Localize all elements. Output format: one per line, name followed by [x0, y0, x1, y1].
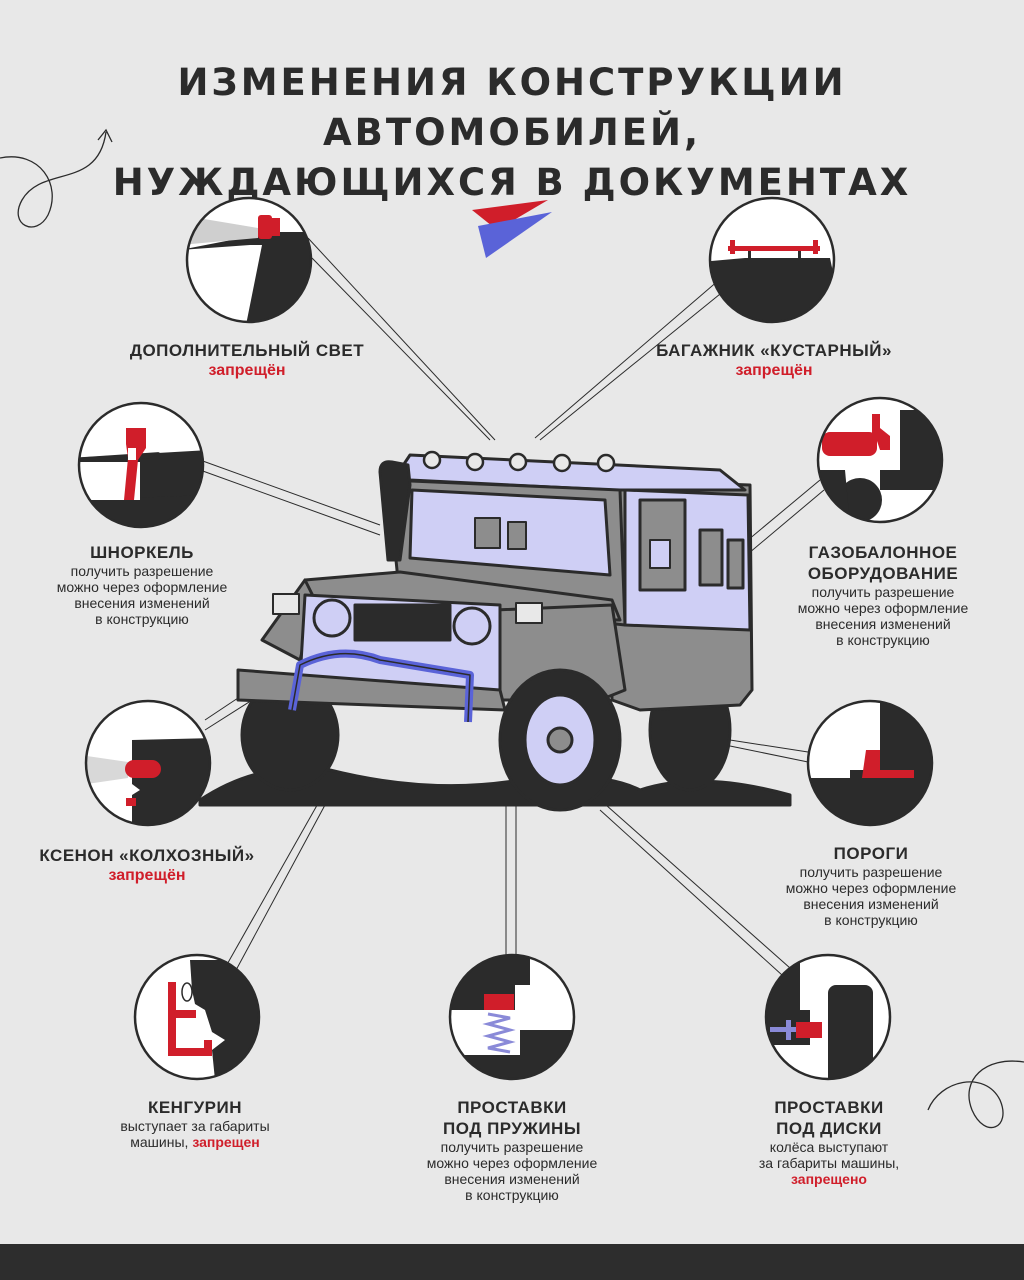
spring-spacers-name-2: ПОД ПРУЖИНЫ [443, 1119, 581, 1138]
gas-desc-4: в конструкцию [836, 632, 930, 648]
extra-light-name: ДОПОЛНИТЕЛЬНЫЙ СВЕТ [129, 341, 365, 360]
spring-spacers-desc-2: можно через оформление [426, 1155, 598, 1171]
footer-bar [0, 1244, 1024, 1280]
label-thresholds: ПОРОГИ получить разрешение можно через о… [721, 843, 1021, 928]
label-spring-spacers: ПРОСТАВКИ ПОД ПРУЖИНЫ получить разрешени… [362, 1097, 662, 1203]
spring-spacers-desc-3: внесения изменений [444, 1171, 580, 1187]
xenon-status: запрещён [108, 867, 186, 884]
roof-rack-status: запрещён [735, 362, 813, 379]
gas-desc-2: можно через оформление [797, 600, 969, 616]
gas-name-2: ОБОРУДОВАНИЕ [807, 564, 959, 583]
snorkel-desc-2: можно через оформление [56, 579, 228, 595]
thresholds-desc-4: в конструкцию [824, 912, 918, 928]
thresholds-name: ПОРОГИ [833, 844, 909, 863]
label-bullbar: КЕНГУРИН выступает за габариты машины, з… [45, 1097, 345, 1150]
wheel-spacers-desc-2: за габариты машины, [758, 1155, 900, 1171]
headlight-left [312, 598, 352, 638]
label-xenon: КСЕНОН «КОЛХОЗНЫЙ» запрещён [0, 845, 297, 886]
bullbar-desc-2: машины, запрещен [45, 1134, 345, 1150]
side-mirror [649, 539, 671, 569]
xenon-name: КСЕНОН «КОЛХОЗНЫЙ» [39, 846, 255, 865]
side-window-3 [726, 538, 745, 590]
spring-spacers-desc-1: получить разрешение [440, 1139, 584, 1155]
logo-icon [472, 200, 552, 258]
jeep-illustration [198, 450, 792, 812]
bullbar-icon [133, 953, 261, 1081]
gas-desc-3: внесения изменений [815, 616, 951, 632]
bullbar-status: запрещен [192, 1134, 260, 1150]
title-line-1: ИЗМЕНЕНИЯ КОНСТРУКЦИИ АВТОМОБИЛЕЙ, [177, 61, 847, 154]
windshield-mirror-left [474, 517, 501, 549]
windshield-mirror-right [507, 521, 527, 550]
snorkel [378, 460, 412, 562]
gas-desc-1: получить разрешение [811, 584, 955, 600]
aux-light-left [272, 593, 300, 615]
front-right-hub [546, 726, 574, 754]
spring-spacers-name-1: ПРОСТАВКИ [457, 1098, 567, 1117]
extra-light-icon [185, 196, 313, 324]
label-snorkel: ШНОРКЕЛЬ получить разрешение можно через… [0, 542, 292, 627]
side-window-2 [698, 528, 724, 587]
label-gas-equipment: ГАЗОБАЛОННОЕ ОБОРУДОВАНИЕ получить разре… [733, 542, 1024, 648]
wheel-spacers-icon [764, 953, 892, 1081]
aux-light-right [515, 602, 543, 624]
snorkel-desc-1: получить разрешение [70, 563, 214, 579]
bullbar-desc-1: выступает за габариты [120, 1118, 270, 1134]
wheel-spacers-name-2: ПОД ДИСКИ [776, 1119, 882, 1138]
bullbar-name: КЕНГУРИН [147, 1098, 243, 1117]
bullbar-desc-2-text: машины, [130, 1134, 193, 1150]
thresholds-icon [806, 699, 934, 827]
xenon-icon [84, 699, 212, 827]
grille [353, 603, 452, 642]
label-wheel-spacers: ПРОСТАВКИ ПОД ДИСКИ колёса выступают за … [679, 1097, 979, 1187]
headlight-right [452, 606, 492, 646]
snorkel-icon [77, 401, 205, 529]
spring-spacers-desc-4: в конструкцию [465, 1187, 559, 1203]
label-roof-rack: БАГАЖНИК «КУСТАРНЫЙ» запрещён [624, 340, 924, 381]
wheel-spacers-desc-1: колёса выступают [769, 1139, 889, 1155]
roof-rack-icon [708, 196, 836, 324]
snorkel-desc-4: в конструкцию [95, 611, 189, 627]
label-extra-light: ДОПОЛНИТЕЛЬНЫЙ СВЕТ запрещён [97, 340, 397, 381]
doodle-bottom-right [927, 1060, 1024, 1129]
roof-lights [422, 450, 616, 473]
doodle-top-left [0, 128, 113, 228]
snorkel-desc-3: внесения изменений [74, 595, 210, 611]
snorkel-name: ШНОРКЕЛЬ [90, 543, 194, 562]
front-bumper [236, 668, 507, 712]
page-title: ИЗМЕНЕНИЯ КОНСТРУКЦИИ АВТОМОБИЛЕЙ, НУЖДА… [0, 58, 1024, 208]
thresholds-desc-3: внесения изменений [803, 896, 939, 912]
roof-rack-name: БАГАЖНИК «КУСТАРНЫЙ» [656, 341, 892, 360]
bullbar-outline [291, 652, 471, 723]
wheel-spacers-status: запрещено [791, 1171, 867, 1187]
thresholds-desc-1: получить разрешение [799, 864, 943, 880]
title-line-2: НУЖДАЮЩИХСЯ В ДОКУМЕНТАХ [112, 161, 912, 204]
thresholds-desc-2: можно через оформление [785, 880, 957, 896]
wheel-spacers-name-1: ПРОСТАВКИ [774, 1098, 884, 1117]
extra-light-status: запрещён [208, 362, 286, 379]
spring-spacers-icon [448, 953, 576, 1081]
gas-equipment-icon [816, 396, 944, 524]
gas-name-1: ГАЗОБАЛОННОЕ [808, 543, 958, 562]
